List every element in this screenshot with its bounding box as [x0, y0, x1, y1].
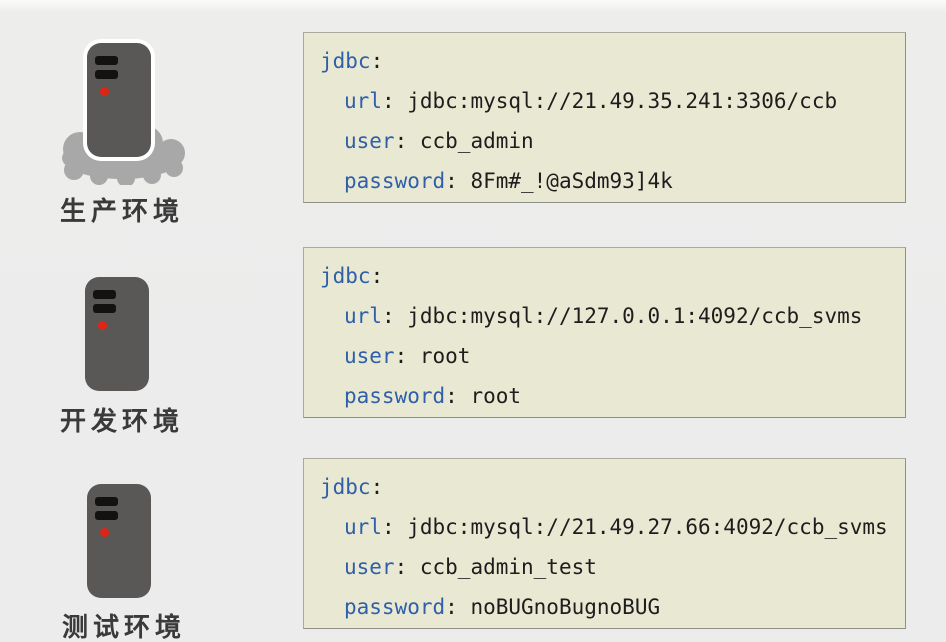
- yaml-value: jdbc:mysql://21.49.27.66:4092/ccb_svms: [407, 515, 888, 539]
- server-led-icon: [100, 528, 109, 537]
- yaml-key: jdbc: [320, 264, 371, 288]
- yaml-key: password: [344, 384, 446, 408]
- server-slot: [95, 497, 118, 506]
- server-led-icon: [98, 321, 107, 330]
- yaml-value: jdbc:mysql://127.0.0.1:4092/ccb_svms: [407, 304, 863, 328]
- config-line-root: jdbc:: [320, 41, 905, 81]
- yaml-key: jdbc: [320, 475, 371, 499]
- config-line-password: password: root: [320, 376, 905, 416]
- config-line-user: user: ccb_admin: [320, 121, 905, 161]
- yaml-separator: :: [381, 515, 408, 539]
- yaml-value: ccb_admin: [419, 129, 534, 153]
- server-slot: [95, 56, 118, 65]
- server-slot: [95, 70, 118, 79]
- yaml-colon: :: [370, 49, 384, 73]
- yaml-key: url: [344, 515, 382, 539]
- yaml-value: root: [470, 384, 522, 408]
- yaml-key: password: [344, 169, 446, 193]
- config-box-test: jdbc: url: jdbc:mysql://21.49.27.66:4092…: [303, 458, 906, 629]
- yaml-value: noBUGnoBugnoBUG: [470, 595, 661, 619]
- config-line-user: user: ccb_admin_test: [320, 547, 905, 587]
- config-line-url: url: jdbc:mysql://21.49.35.241:3306/ccb: [320, 81, 905, 121]
- env-label-development: 开发环境: [60, 406, 185, 436]
- server-slot: [95, 511, 118, 520]
- yaml-colon: :: [370, 475, 384, 499]
- yaml-separator: :: [445, 384, 471, 408]
- yaml-key: jdbc: [320, 49, 371, 73]
- server-slot: [93, 304, 116, 313]
- yaml-separator: :: [381, 304, 408, 328]
- server-icon-development: [85, 277, 149, 391]
- yaml-separator: :: [381, 89, 408, 113]
- yaml-value: root: [419, 344, 471, 368]
- config-line-password: password: noBUGnoBugnoBUG: [320, 587, 905, 627]
- yaml-separator: :: [394, 129, 420, 153]
- yaml-separator: :: [445, 595, 471, 619]
- yaml-separator: :: [394, 344, 420, 368]
- server-icon-test: [87, 484, 151, 598]
- yaml-separator: :: [394, 555, 420, 579]
- config-line-user: user: root: [320, 336, 905, 376]
- yaml-key: user: [344, 344, 395, 368]
- env-label-production: 生产环境: [60, 196, 185, 226]
- yaml-key: user: [344, 555, 395, 579]
- config-line-root: jdbc:: [320, 256, 905, 296]
- yaml-key: url: [344, 89, 382, 113]
- config-box-production: jdbc: url: jdbc:mysql://21.49.35.241:330…: [303, 32, 906, 203]
- yaml-value: jdbc:mysql://21.49.35.241:3306/ccb: [407, 89, 838, 113]
- yaml-separator: :: [445, 169, 471, 193]
- config-line-url: url: jdbc:mysql://127.0.0.1:4092/ccb_svm…: [320, 296, 905, 336]
- yaml-colon: :: [370, 264, 384, 288]
- env-label-test: 测试环境: [62, 612, 187, 642]
- yaml-key: url: [344, 304, 382, 328]
- server-led-icon: [100, 87, 109, 96]
- config-box-development: jdbc: url: jdbc:mysql://127.0.0.1:4092/c…: [303, 247, 906, 418]
- server-slot: [93, 290, 116, 299]
- yaml-value: 8Fm#_!@aSdm93]4k: [470, 169, 673, 193]
- config-line-root: jdbc:: [320, 467, 905, 507]
- config-line-url: url: jdbc:mysql://21.49.27.66:4092/ccb_s…: [320, 507, 905, 547]
- config-line-password: password: 8Fm#_!@aSdm93]4k: [320, 161, 905, 201]
- yaml-value: ccb_admin_test: [419, 555, 597, 579]
- yaml-key: user: [344, 129, 395, 153]
- server-icon-production: [87, 43, 151, 157]
- yaml-key: password: [344, 595, 446, 619]
